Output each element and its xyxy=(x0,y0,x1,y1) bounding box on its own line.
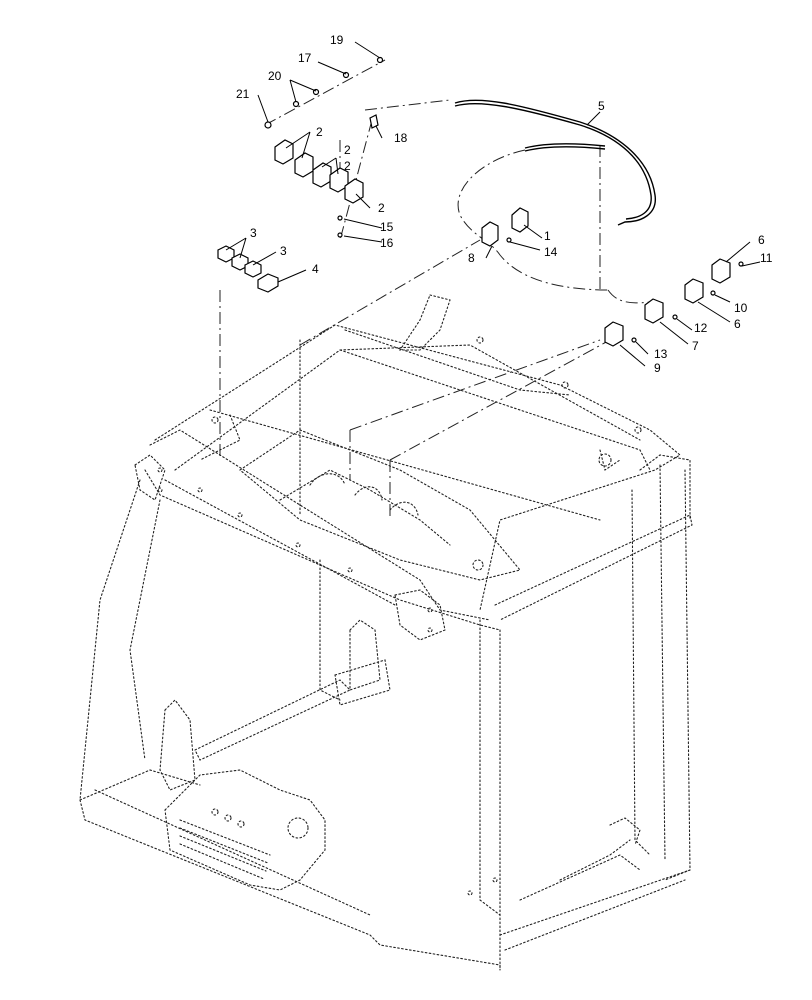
callout-13: 13 xyxy=(654,347,668,361)
callout-20: 20 xyxy=(268,69,282,83)
cab-frame xyxy=(79,294,693,971)
assembly-lines xyxy=(219,59,651,520)
callout-15: 15 xyxy=(380,220,394,234)
callout-10: 10 xyxy=(734,301,748,315)
callout-7: 7 xyxy=(692,339,699,353)
callout-6-a: 6 xyxy=(758,233,765,247)
callout-18: 18 xyxy=(394,131,408,145)
callout-19: 19 xyxy=(330,33,344,47)
leader-lines xyxy=(225,41,761,367)
callout-12: 12 xyxy=(694,321,708,335)
wiring-harness xyxy=(454,99,656,226)
callout-2-b: 2 xyxy=(344,143,351,157)
callout-21: 21 xyxy=(236,87,250,101)
callout-16: 16 xyxy=(380,236,394,250)
callout-2-d: 2 xyxy=(378,201,385,215)
callout-1: 1 xyxy=(544,229,551,243)
callout-9: 9 xyxy=(654,361,661,375)
callout-2-a: 2 xyxy=(316,125,323,139)
switch-parts xyxy=(217,56,744,347)
callout-11: 11 xyxy=(760,251,773,265)
callout-14: 14 xyxy=(544,245,558,259)
callout-3-a: 3 xyxy=(250,226,257,240)
callout-3-b: 3 xyxy=(280,244,287,258)
callout-6-b: 6 xyxy=(734,317,741,331)
callout-4: 4 xyxy=(312,262,319,276)
callout-8: 8 xyxy=(468,251,475,265)
callout-5: 5 xyxy=(598,99,605,113)
callouts: 19 17 20 21 2 18 2 2 2 15 16 3 3 4 5 1 1… xyxy=(236,33,773,375)
callout-2-c: 2 xyxy=(344,159,351,173)
callout-17: 17 xyxy=(298,51,312,65)
